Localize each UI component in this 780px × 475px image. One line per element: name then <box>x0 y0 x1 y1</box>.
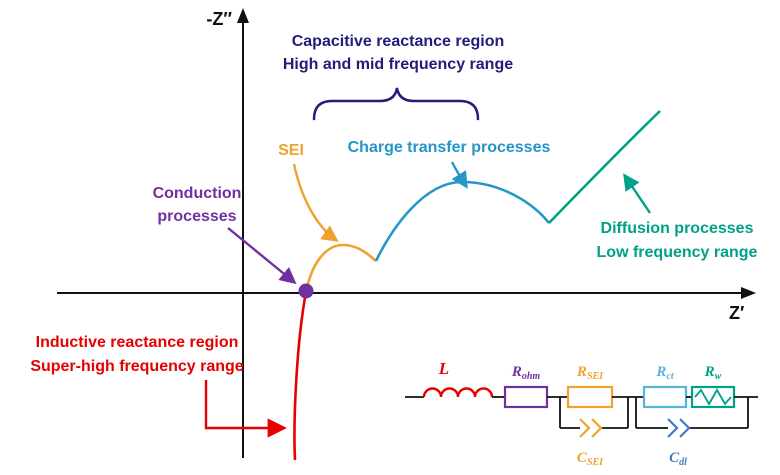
cdl-label-main: C <box>669 450 680 466</box>
inductor-symbol <box>422 387 494 398</box>
conduction-point <box>298 283 314 299</box>
x-axis-label: Z′ <box>729 303 744 323</box>
sei-arrow <box>292 163 339 242</box>
rct-label-main: R <box>655 364 666 380</box>
rsei-label-sub: SEI <box>587 371 604 382</box>
charge-transfer-semicircle <box>374 180 551 262</box>
diffusion-label-line1: Diffusion processes <box>601 220 754 237</box>
sei-label: SEI <box>278 142 304 159</box>
rw-label: Rw <box>704 364 722 382</box>
rohm-label-sub: ohm <box>522 371 541 382</box>
equivalent-circuit: L Rohm RSEI CSEI Rct Rw Cdl <box>405 359 758 468</box>
csei-label: CSEI <box>577 450 604 468</box>
rohm-label: Rohm <box>511 364 541 382</box>
rsei-label-main: R <box>576 364 587 380</box>
diffusion-line <box>548 110 661 224</box>
inductive-arrow <box>204 380 287 438</box>
resistor-rsei <box>566 385 614 409</box>
inductive-label-line2: Super-high frequency range <box>30 358 243 375</box>
rsei-label: RSEI <box>576 364 604 382</box>
rw-label-main: R <box>704 364 715 380</box>
x-axis-arrowhead <box>741 287 756 299</box>
capacitive-region-title-line2: High and mid frequency range <box>283 56 513 73</box>
rct-label: Rct <box>655 364 674 382</box>
inductive-label-line1: Inductive reactance region <box>36 334 239 351</box>
inductive-curve <box>293 291 308 461</box>
conduction-label-line2: processes <box>157 208 236 225</box>
rct-label-sub: ct <box>666 371 674 382</box>
capacitive-region-title-line1: Capacitive reactance region <box>292 33 505 50</box>
capacitor-csei-symbol <box>579 418 603 438</box>
rohm-label-main: R <box>511 364 522 380</box>
conduction-arrow <box>227 227 297 285</box>
diffusion-arrow <box>623 173 651 214</box>
resistor-rohm <box>503 385 549 409</box>
csei-label-sub: SEI <box>587 457 604 468</box>
conduction-label-line1: Conduction <box>153 185 242 202</box>
charge-transfer-arrow <box>450 161 468 189</box>
warburg-zigzag <box>694 388 732 406</box>
rw-label-sub: w <box>715 371 722 382</box>
y-axis-arrowhead <box>237 8 249 23</box>
resistor-rct <box>642 385 688 409</box>
cdl-label: Cdl <box>669 450 687 468</box>
diffusion-label-line2: Low frequency range <box>597 244 758 261</box>
cdl-label-sub: dl <box>679 457 687 468</box>
capacitor-cdl-symbol <box>667 418 691 438</box>
sei-semicircle <box>305 243 377 289</box>
y-axis-label: -Z″ <box>206 9 232 29</box>
csei-label-main: C <box>577 450 588 466</box>
capacitive-region-brace <box>312 87 480 121</box>
inductor-label: L <box>438 359 449 378</box>
charge-transfer-label: Charge transfer processes <box>348 139 551 156</box>
